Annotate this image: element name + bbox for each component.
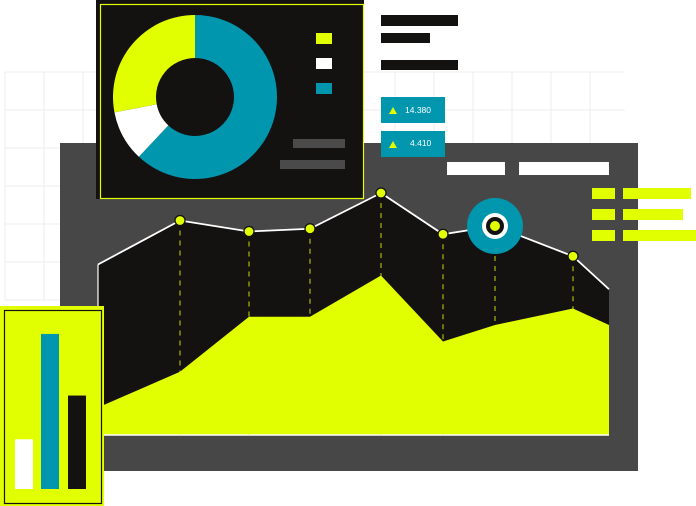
legend-marker [592,230,615,241]
donut-slice [114,104,169,157]
title-placeholder-bar [381,15,458,26]
legend-label-bar [623,209,683,220]
donut-slice [138,15,277,180]
data-point-marker [567,250,579,262]
highlight-point [490,221,500,231]
triangle-up-icon [389,141,397,148]
donut-card-outline [99,3,365,200]
triangle-up-icon [389,107,397,114]
data-point-marker [375,187,387,199]
legend-label-bar [623,188,691,199]
legend-marker [592,188,615,199]
data-point-marker [437,228,449,240]
bar [68,395,86,489]
area-chart [97,187,610,436]
stat-chip: 4.410 [381,131,445,157]
card-footer-bar [293,139,345,148]
legend-swatch-teal [316,83,332,94]
legend-swatch-white [316,58,332,69]
bar [15,439,33,489]
data-point-marker [243,225,255,238]
donut-chart [113,15,277,180]
legend-label-bar [623,230,696,241]
card-footer-bar [280,160,345,169]
title-placeholder-bar [381,33,430,43]
bar-chart [15,333,86,489]
bar-card-outline [3,309,103,505]
panel-header-bar [519,162,609,175]
data-point-marker [304,223,316,235]
stat-value: 14.380 [405,105,431,115]
stat-chip: 14.380 [381,97,445,123]
legend-marker [592,209,615,220]
title-placeholder-bar [381,60,458,70]
area-series-lime [98,275,609,435]
data-point-marker [174,214,186,227]
bar [41,333,59,489]
stat-value: 4.410 [410,138,432,148]
donut-slice [113,15,195,113]
legend-swatch-lime [316,33,332,44]
panel-header-bar [447,162,505,175]
